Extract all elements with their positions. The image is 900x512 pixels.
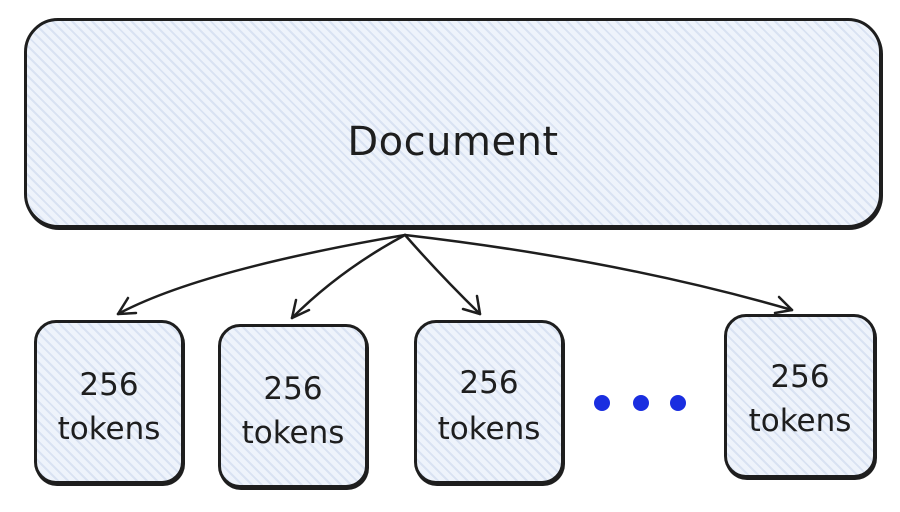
arrow-to-chunk-1 [116,233,407,316]
chunk-token-unit: tokens [437,411,541,447]
chunk-token-count: 256 [770,359,830,395]
chunk-token-unit: tokens [241,415,345,451]
arrow-to-chunk-2 [290,233,407,320]
document-label: Document [347,119,559,165]
ellipsis-dot [594,395,610,411]
chunk-box: 256 tokens [414,320,564,484]
chunk-token-count: 256 [459,365,519,401]
ellipsis-dot [633,395,649,411]
chunk-box: 256 tokens [724,314,876,478]
chunk-token-unit: tokens [57,411,161,447]
chunk-box: 256 tokens [218,324,368,488]
chunk-token-unit: tokens [748,403,852,439]
arrow-to-chunk-4 [403,233,794,312]
document-box: Document [24,18,882,228]
arrow-to-chunk-3 [403,233,482,316]
ellipsis-dot [670,395,686,411]
chunk-token-count: 256 [263,371,323,407]
chunk-token-count: 256 [79,367,139,403]
chunk-box: 256 tokens [34,320,184,484]
